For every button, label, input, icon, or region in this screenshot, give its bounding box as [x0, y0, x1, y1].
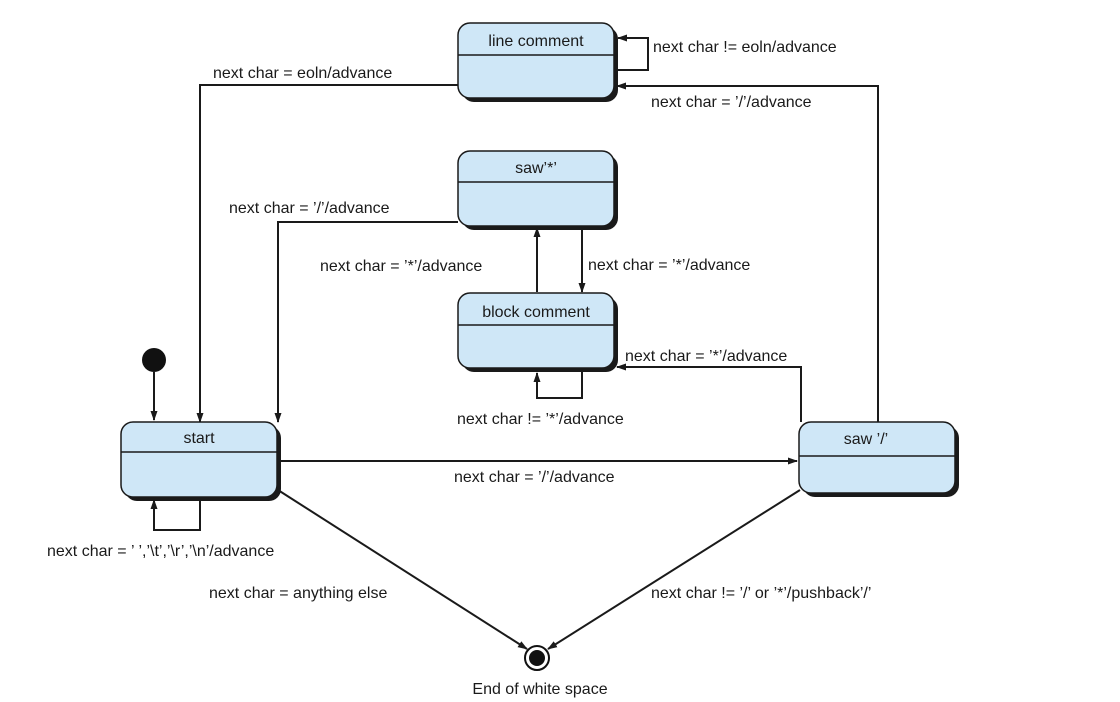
label-start-to-sawslash: next char = ’/’/advance — [454, 469, 615, 486]
label-sawstar-to-start: next char = ’/’/advance — [229, 200, 390, 217]
label-block-to-sawstar: next char = ’*’/advance — [320, 258, 482, 275]
state-saw-slash: saw ’/’ — [798, 421, 959, 497]
state-saw-star-title: saw’*’ — [515, 160, 557, 177]
final-state — [524, 645, 550, 671]
label-block-self: next char != ’*’/advance — [457, 411, 624, 428]
label-start-to-end: next char = anything else — [209, 585, 387, 602]
label-sawstar-to-block: next char = ’*’/advance — [588, 257, 750, 274]
edge-start-to-end — [277, 489, 528, 650]
state-start-title: start — [183, 430, 215, 447]
state-start: start — [120, 421, 281, 501]
state-line-comment: line comment — [457, 22, 618, 102]
label-sawslash-to-block: next char = ’*’/advance — [625, 348, 787, 365]
edge-saw-slash-to-end — [547, 489, 801, 650]
label-line-self: next char != eoln/advance — [653, 39, 837, 56]
edge-start-self — [150, 498, 201, 531]
edge-block-comment-self — [533, 370, 583, 399]
edge-line-comment-self — [614, 34, 649, 71]
state-saw-slash-title: saw ’/’ — [844, 431, 888, 448]
edge-saw-slash-to-line-comment — [616, 82, 879, 422]
label-start-self: next char = ’ ’,’\t’,’\r’,’\n’/advance — [47, 543, 274, 560]
state-block-comment-title: block comment — [482, 304, 590, 321]
final-state-label: End of white space — [472, 681, 607, 698]
label-line-to-start: next char = eoln/advance — [213, 65, 392, 82]
state-saw-star: saw’*’ — [457, 150, 618, 230]
edge-line-comment-to-start — [196, 84, 458, 423]
edge-saw-star-to-start — [274, 221, 458, 423]
label-sawslash-to-line: next char = ’/’/advance — [651, 94, 812, 111]
label-sawslash-to-end: next char != ’/’ or ’*’/pushback’/’ — [651, 585, 871, 602]
initial-state-dot — [142, 348, 166, 372]
edge-saw-slash-to-block — [616, 363, 802, 422]
state-line-comment-title: line comment — [488, 33, 584, 50]
state-block-comment: block comment — [457, 292, 618, 372]
